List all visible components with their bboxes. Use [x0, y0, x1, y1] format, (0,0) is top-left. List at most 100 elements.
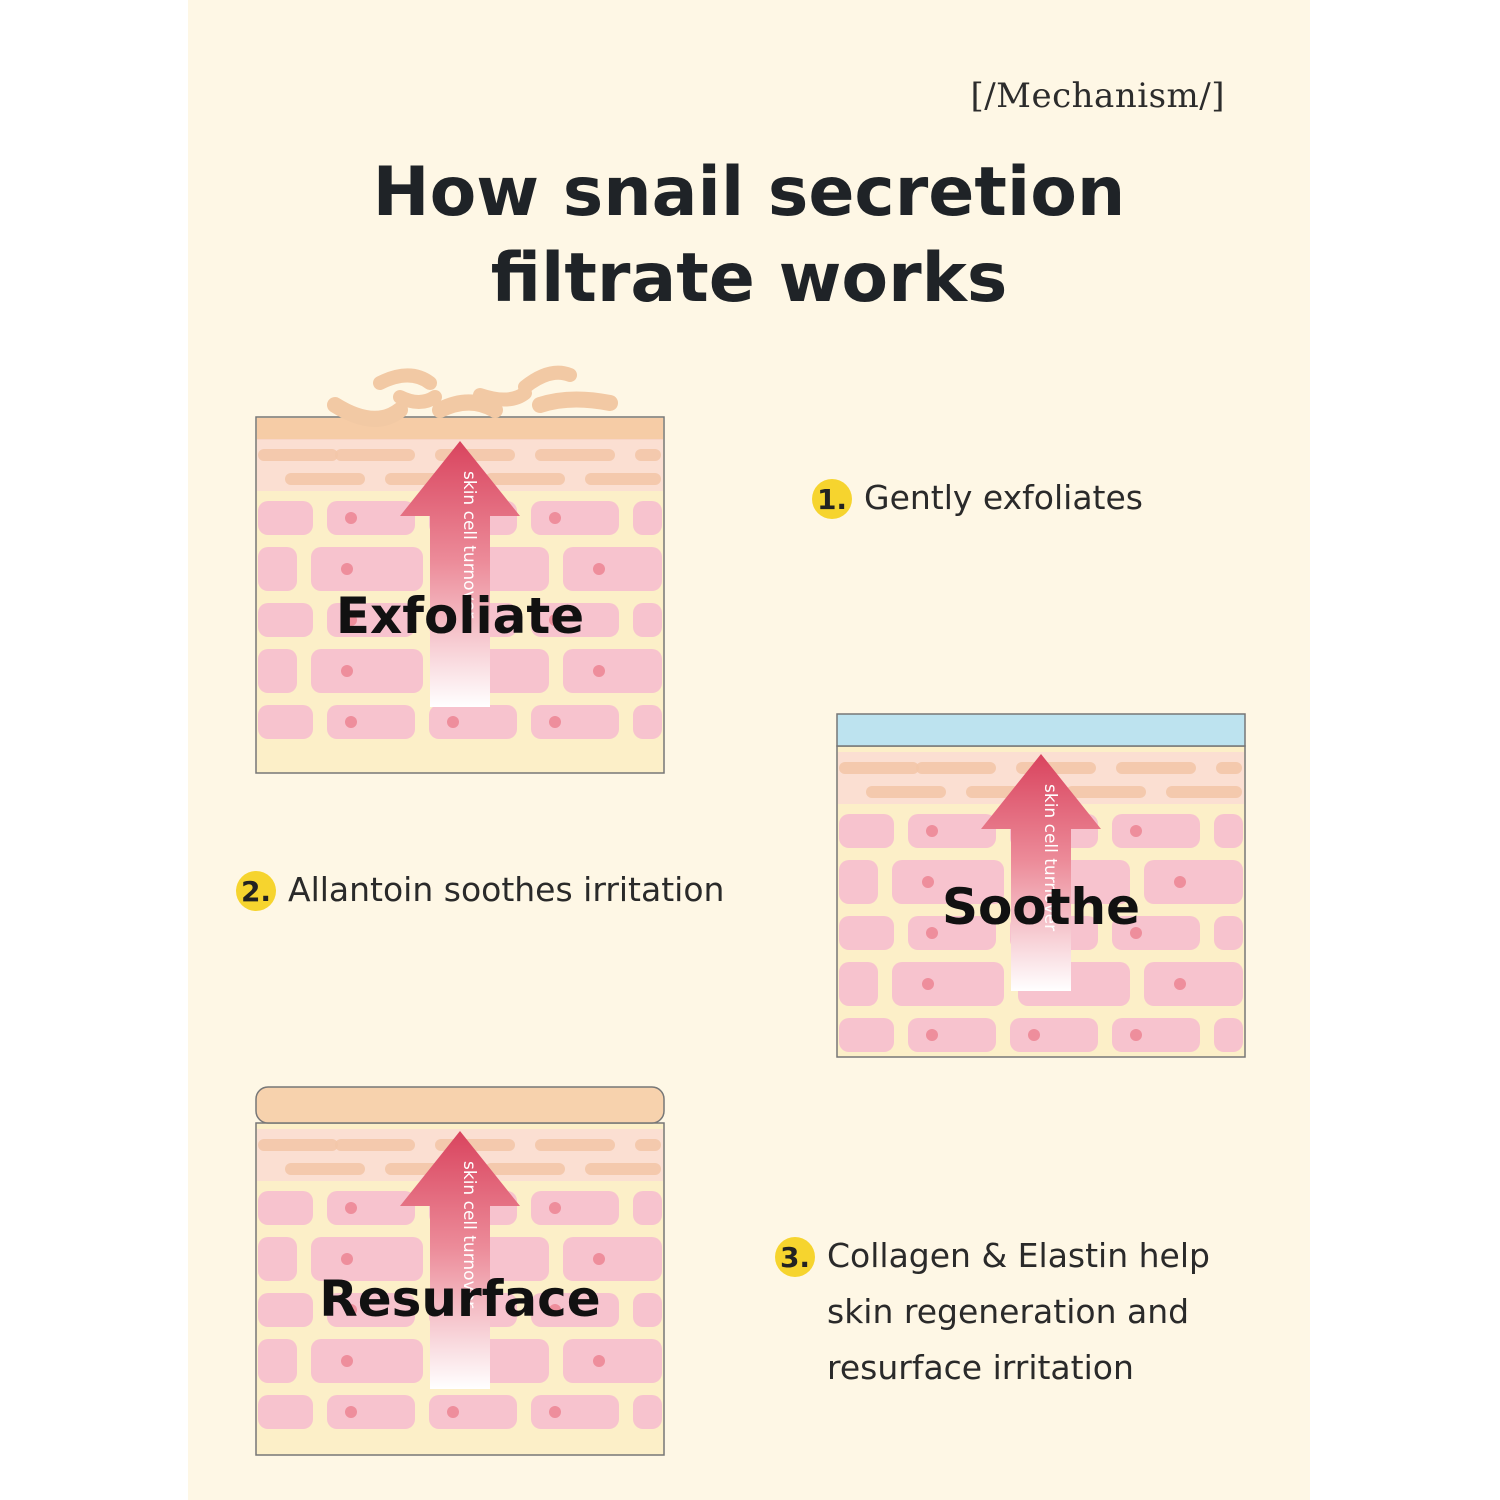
cell-nucleus: [549, 614, 561, 626]
skin-cell: [892, 860, 1004, 904]
smooth-surface-layer: [255, 1086, 665, 1124]
skin-cell: [839, 962, 878, 1006]
skin-cell: [1112, 1018, 1200, 1052]
cell-nucleus: [345, 1304, 357, 1316]
cell-nucleus: [922, 978, 934, 990]
skin-cell: [531, 501, 619, 535]
skin-cell: [258, 705, 313, 739]
cell-nucleus: [345, 614, 357, 626]
title-line-2: filtrate works: [490, 239, 1008, 318]
cell-nucleus: [447, 1406, 459, 1418]
protective-film: [836, 713, 1246, 747]
resurface-diagram: skin cell turnover Resurface: [255, 1085, 665, 1457]
skin-cell: [1214, 1018, 1243, 1052]
flat-skin-cell: [258, 1139, 338, 1151]
exfoliate-diagram: skin cell turnover Exfoliate: [255, 365, 665, 775]
skin-cell: [429, 1395, 517, 1429]
flat-skin-cell: [1116, 762, 1196, 774]
arrow-label: skin cell turnover: [459, 1161, 479, 1308]
cell-nucleus: [1130, 1029, 1142, 1041]
skin-cell: [633, 603, 662, 637]
skin-cell: [327, 1395, 415, 1429]
cell-nucleus: [345, 1406, 357, 1418]
flat-skin-cell: [1166, 786, 1242, 798]
skin-cell: [531, 1395, 619, 1429]
flat-skin-cell: [585, 473, 661, 485]
skin-cell: [908, 1018, 996, 1052]
resurface-skin-illustration: skin cell turnover: [255, 1086, 665, 1456]
skin-cell: [839, 1018, 894, 1052]
arrow-label: skin cell turnover: [459, 471, 479, 618]
skin-cell: [258, 649, 297, 693]
skin-cell: [633, 705, 662, 739]
flat-skin-cell: [335, 449, 415, 461]
cell-nucleus: [1130, 927, 1142, 939]
flat-skin-cell: [485, 1163, 565, 1175]
flat-skin-cell: [285, 473, 365, 485]
flat-skin-cell: [535, 1139, 615, 1151]
skin-cell: [327, 1191, 415, 1225]
step-3-badge: 3.: [775, 1237, 815, 1277]
skin-cell: [311, 649, 423, 693]
flat-skin-cell: [839, 762, 919, 774]
skin-cell: [258, 547, 297, 591]
cell-nucleus: [1028, 1029, 1040, 1041]
skin-cell: [839, 814, 894, 848]
cell-nucleus: [345, 716, 357, 728]
soothe-skin-illustration: skin cell turnover: [836, 713, 1246, 1058]
step-2-text: Allantoin soothes irritation: [288, 862, 724, 918]
flat-skin-cell: [285, 1163, 365, 1175]
skin-cell: [1010, 1018, 1098, 1052]
skin-cell: [311, 1237, 423, 1281]
skin-cell: [327, 603, 415, 637]
cell-nucleus: [593, 1253, 605, 1265]
skin-cell: [258, 1293, 313, 1327]
section-tag: [/Mechanism/]: [970, 76, 1225, 116]
skin-cell: [531, 1293, 619, 1327]
cell-nucleus: [341, 665, 353, 677]
cell-nucleus: [341, 1355, 353, 1367]
skin-cell: [327, 705, 415, 739]
cell-nucleus: [341, 563, 353, 575]
skin-cell: [1214, 916, 1243, 950]
flat-skin-cell: [635, 449, 661, 461]
step-1-badge: 1.: [812, 479, 852, 519]
flat-skin-cell: [585, 1163, 661, 1175]
skin-cell: [892, 962, 1004, 1006]
cell-nucleus: [926, 927, 938, 939]
cell-nucleus: [549, 512, 561, 524]
cell-nucleus: [345, 512, 357, 524]
skin-cell: [429, 705, 517, 739]
cell-nucleus: [549, 1406, 561, 1418]
skin-cell: [1112, 814, 1200, 848]
cell-nucleus: [926, 1029, 938, 1041]
cell-nucleus: [549, 1304, 561, 1316]
exfoliate-skin-illustration: skin cell turnover: [255, 365, 665, 774]
cell-nucleus: [341, 1253, 353, 1265]
skin-cell: [327, 1293, 415, 1327]
flat-skin-cell: [535, 449, 615, 461]
skin-cell: [633, 1395, 662, 1429]
step-2-badge: 2.: [236, 871, 276, 911]
skin-cell: [839, 860, 878, 904]
skin-cell: [258, 1237, 297, 1281]
cell-nucleus: [345, 1202, 357, 1214]
skin-cell: [839, 916, 894, 950]
skin-cell: [258, 1395, 313, 1429]
flat-skin-cell: [485, 473, 565, 485]
step-3: 3. Collagen & Elastin help skin regenera…: [775, 1236, 1210, 1396]
soothe-label: Soothe: [941, 878, 1141, 936]
skin-cell: [1144, 860, 1243, 904]
skin-cell: [311, 547, 423, 591]
skin-cell: [908, 814, 996, 848]
cell-nucleus: [1130, 825, 1142, 837]
cell-nucleus: [593, 1355, 605, 1367]
resurface-label: Resurface: [319, 1270, 601, 1328]
soothe-diagram: skin cell turnover Soothe: [836, 713, 1246, 1059]
arrow-label: skin cell turnover: [1040, 784, 1060, 931]
skin-cell: [563, 547, 662, 591]
step-3-line-2: skin regeneration and: [827, 1292, 1190, 1331]
skin-cell: [633, 1293, 662, 1327]
skin-cell: [258, 501, 313, 535]
cell-nucleus: [926, 825, 938, 837]
